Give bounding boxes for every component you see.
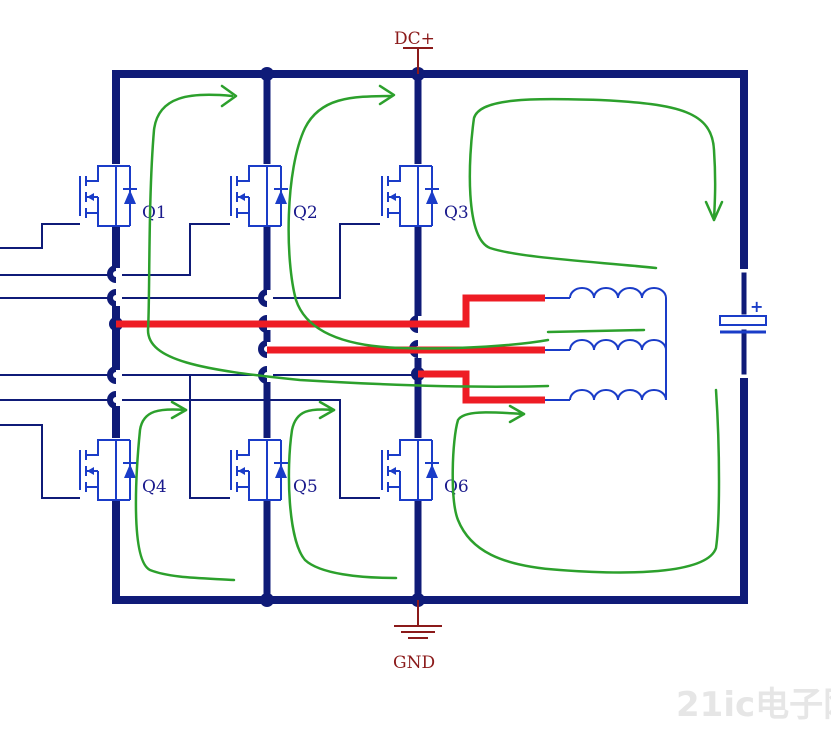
watermark-text: 21ic电子网 xyxy=(676,685,831,725)
current-path xyxy=(134,408,236,582)
q3-label: Q3 xyxy=(444,203,469,223)
winding-b-coil xyxy=(569,339,667,351)
winding-a-coil xyxy=(569,287,667,299)
cap-plate-positive xyxy=(719,315,767,326)
mosfet-q2 xyxy=(230,152,334,248)
bus-frame xyxy=(112,70,748,604)
arrowhead-icon xyxy=(170,400,188,420)
current-path xyxy=(468,97,717,270)
gate-line-q6 xyxy=(116,399,380,499)
ground-terminal xyxy=(394,600,442,639)
watermark-logo: 21ic电子网 xyxy=(676,685,831,725)
crossover-arc xyxy=(107,265,117,307)
q6-label: Q6 xyxy=(444,477,469,497)
phase-wires xyxy=(116,294,545,404)
arrowhead-icon xyxy=(508,404,526,424)
motor-windings xyxy=(545,287,667,401)
phase-wire-a xyxy=(116,294,545,328)
dc-plus-terminal: DC+ xyxy=(394,29,435,74)
current-path xyxy=(546,328,646,334)
current-paths xyxy=(134,84,724,582)
junction-dot xyxy=(260,67,274,81)
junction-dot xyxy=(260,593,274,607)
winding-c-coil xyxy=(569,389,667,401)
q2-label: Q2 xyxy=(293,203,318,223)
mosfet-q4 xyxy=(79,426,183,522)
arrowhead-icon xyxy=(220,84,238,108)
q5-label: Q5 xyxy=(293,477,318,497)
gate-line-q2 xyxy=(0,223,230,276)
arrowhead-icon xyxy=(318,400,336,420)
current-path xyxy=(287,408,398,580)
gate-line-q1 xyxy=(0,223,80,249)
dc-bus xyxy=(112,70,750,604)
gate-line-q4 xyxy=(0,424,80,499)
mosfet-q6 xyxy=(381,426,485,522)
gate-lines xyxy=(0,223,418,499)
mosfet-q1 xyxy=(79,152,183,248)
mosfet-q5 xyxy=(230,426,334,522)
current-path xyxy=(146,93,550,388)
cap-polarity-mark: + xyxy=(750,297,763,316)
current-path xyxy=(451,388,721,574)
q1-label: Q1 xyxy=(142,203,167,223)
dc-link-capacitor: + xyxy=(719,297,767,334)
mosfet-q3 xyxy=(381,152,485,248)
current-path xyxy=(287,94,550,350)
arrowhead-icon xyxy=(378,84,396,106)
q4-label: Q4 xyxy=(142,477,167,497)
crossover-arc xyxy=(107,366,117,409)
arrowhead-icon xyxy=(704,200,724,222)
gnd-label: GND xyxy=(393,653,435,673)
dc-plus-label: DC+ xyxy=(394,29,435,49)
